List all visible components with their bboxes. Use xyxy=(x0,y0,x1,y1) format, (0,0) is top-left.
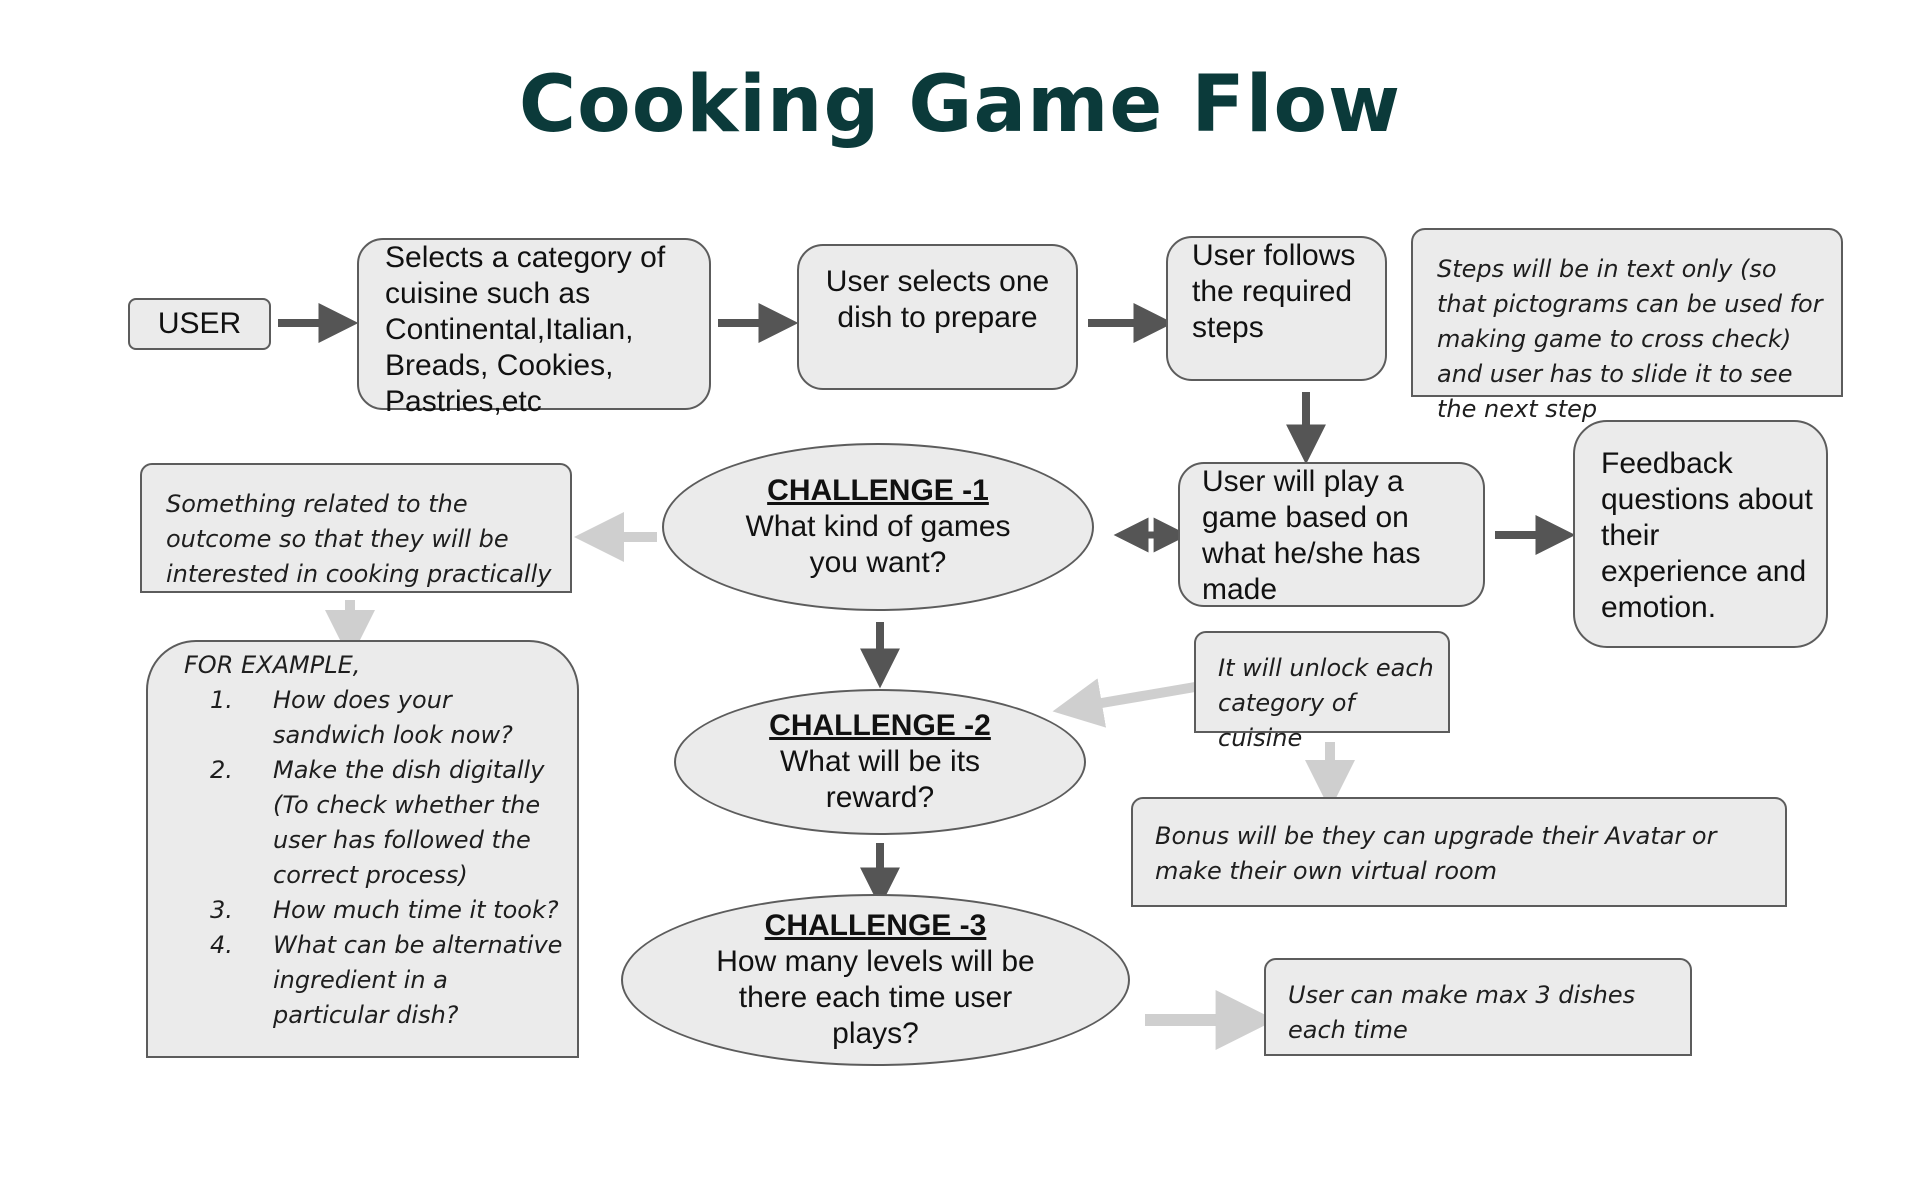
challenge-2-node: CHALLENGE -2 What will be its reward? xyxy=(674,689,1086,835)
play-text: User will play a game based on what he/s… xyxy=(1202,465,1421,606)
user-label: USER xyxy=(157,307,242,340)
feedback-text: Feedback questions about their experienc… xyxy=(1601,447,1813,624)
challenge-2-question: What will be its reward? xyxy=(779,745,981,814)
page-title: Cooking Game Flow xyxy=(518,60,1402,150)
steps-note-box: Steps will be in text only (so that pict… xyxy=(1411,228,1843,423)
example-item: 2. Make the dish digitally (To check whet… xyxy=(148,753,567,893)
example-item: 1. How does your sandwich look now? xyxy=(148,683,567,753)
example-box: FOR EXAMPLE, 1. How does your sandwich lo… xyxy=(146,640,579,1058)
example-item-num: 4. xyxy=(210,931,233,959)
example-item-num: 3. xyxy=(210,896,233,924)
example-item-text: How does your sandwich look now? xyxy=(273,686,513,749)
dish-text: User selects one dish to prepare xyxy=(825,265,1050,334)
category-text: Selects a category of cuisine such as Co… xyxy=(385,241,666,418)
challenge-2-title: CHALLENGE -2 xyxy=(769,709,991,742)
dish-box: User selects one dish to prepare xyxy=(797,244,1078,390)
challenge-1-title: CHALLENGE -1 xyxy=(767,474,989,507)
steps-text: User follows the required steps xyxy=(1192,239,1356,344)
category-box: Selects a category of cuisine such as Co… xyxy=(357,238,711,418)
bonus-note-text: Bonus will be they can upgrade their Ava… xyxy=(1155,822,1717,885)
challenge-3-question: How many levels will be there each time … xyxy=(716,945,1035,1050)
example-item-num: 1. xyxy=(210,686,233,714)
challenge-1-node: CHALLENGE -1 What kind of games you want… xyxy=(662,443,1094,611)
outcome-note-box: Something related to the outcome so that… xyxy=(140,463,572,593)
example-list: 1. How does your sandwich look now? 2. Mak… xyxy=(148,683,567,1033)
example-item: 4. What can be alternative ingredient in … xyxy=(148,928,567,1033)
example-item-num: 2. xyxy=(210,756,233,784)
unlock-note-box: It will unlock each category of cuisine xyxy=(1194,631,1450,752)
challenge-1-question: What kind of games you want? xyxy=(745,510,1011,579)
example-item-text: Make the dish digitally (To check whethe… xyxy=(273,756,545,889)
arrow-unlock-to-challenge2 xyxy=(1052,678,1196,728)
feedback-box: Feedback questions about their experienc… xyxy=(1573,420,1828,648)
challenge-3-title: CHALLENGE -3 xyxy=(764,909,987,942)
bonus-note-box: Bonus will be they can upgrade their Ava… xyxy=(1131,797,1787,907)
example-item: 3. How much time it took? xyxy=(148,893,567,928)
example-item-text: How much time it took? xyxy=(273,896,559,924)
play-box: User will play a game based on what he/s… xyxy=(1178,462,1485,607)
steps-note-text: Steps will be in text only (so that pict… xyxy=(1437,255,1823,423)
user-box: USER xyxy=(128,298,271,350)
example-heading: FOR EXAMPLE, xyxy=(184,651,361,679)
steps-box: User follows the required steps xyxy=(1166,236,1387,381)
max-note-box: User can make max 3 dishes each time xyxy=(1264,958,1692,1056)
outcome-note-text: Something related to the outcome so that… xyxy=(166,490,552,588)
example-item-text: What can be alternative ingredient in a … xyxy=(273,931,563,1029)
max-note-text: User can make max 3 dishes each time xyxy=(1288,981,1636,1044)
challenge-3-node: CHALLENGE -3 How many levels will be the… xyxy=(621,894,1130,1066)
unlock-note-text: It will unlock each category of cuisine xyxy=(1218,654,1434,752)
